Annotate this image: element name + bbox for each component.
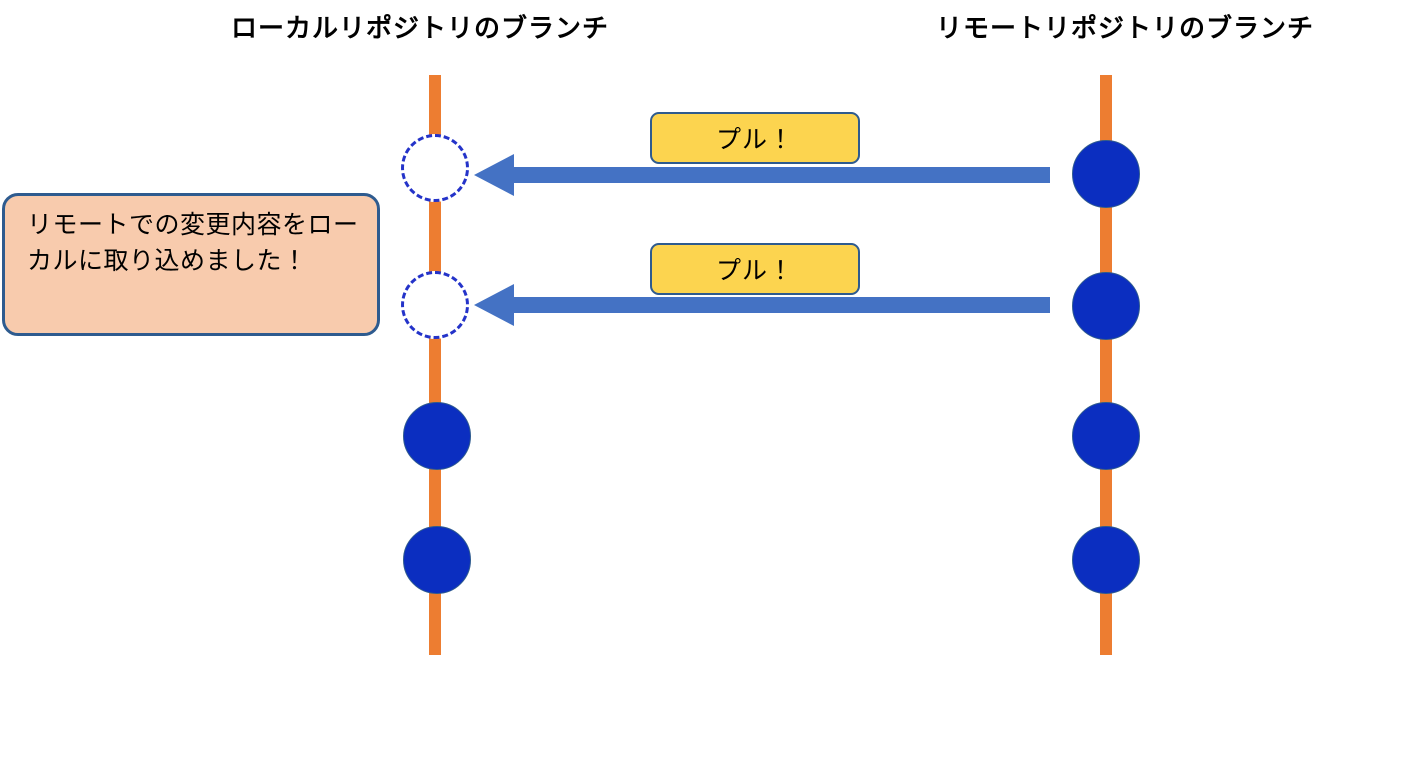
remote-branch-title: リモートリポジトリのブランチ: [935, 13, 1314, 43]
callout-note: リモートでの変更内容をローカルに取り込めました！: [2, 193, 380, 336]
arrow-left-icon: [474, 284, 1050, 326]
pull-arrow-bottom: [474, 281, 1050, 329]
commit-node-remote-2: [1072, 272, 1140, 340]
commit-node-local-pending-1: [401, 134, 469, 202]
commit-node-local-pending-2: [401, 271, 469, 339]
commit-node-remote-4: [1072, 526, 1140, 594]
pull-label-bottom: プル！: [650, 243, 860, 295]
local-branch-title: ローカルリポジトリのブランチ: [230, 13, 609, 43]
commit-node-remote-3: [1072, 402, 1140, 470]
commit-node-local-2: [403, 526, 471, 594]
pull-label-top: プル！: [650, 112, 860, 164]
local-branch-line: [429, 75, 441, 655]
remote-branch-line: [1100, 75, 1112, 655]
arrow-left-icon: [474, 154, 1050, 196]
commit-node-remote-1: [1072, 140, 1140, 208]
commit-node-local-1: [403, 402, 471, 470]
pull-arrow-top: [474, 151, 1050, 199]
